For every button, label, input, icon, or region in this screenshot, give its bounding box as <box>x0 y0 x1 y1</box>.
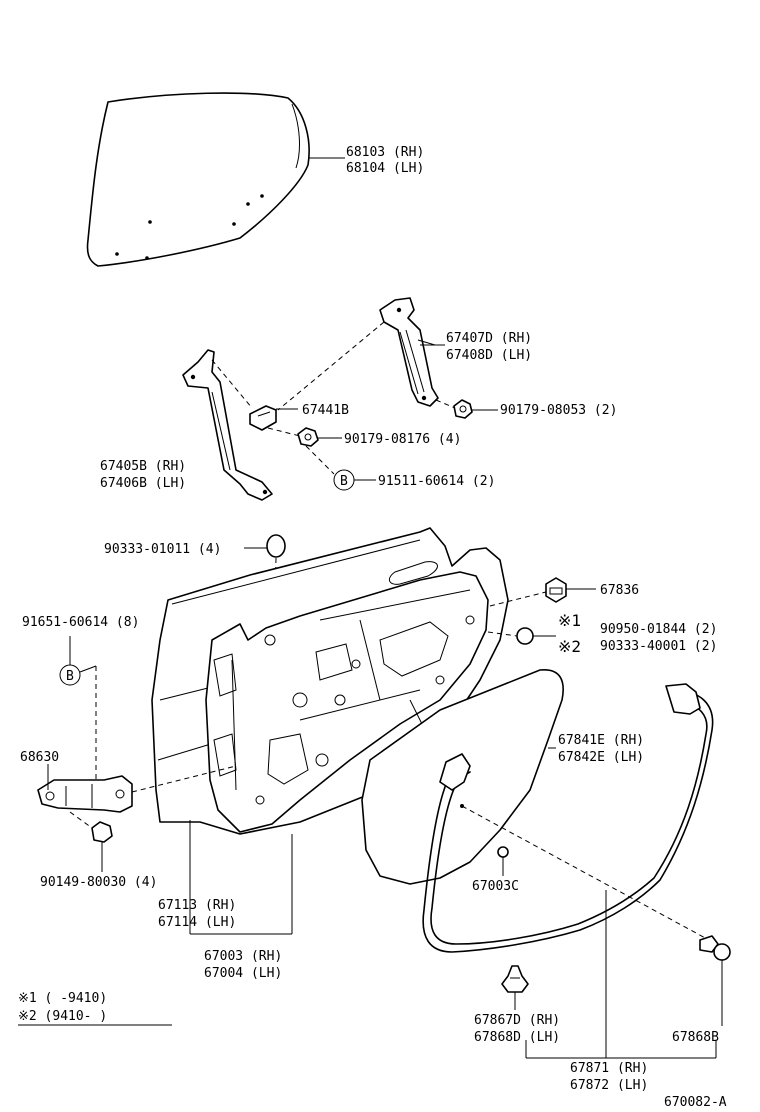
label-reg-run-rear-lh: 67406B (LH) <box>100 476 186 491</box>
label-weatherstrip-lh: 67872 (LH) <box>570 1078 648 1093</box>
door-clips-drawing <box>487 577 596 645</box>
labels: 68103 (RH) 68104 (LH) 67407D (RH) 67408D… <box>18 145 727 1110</box>
label-bolt-60614: 91651-60614 (8) <box>22 615 139 630</box>
label-clip-67867-lh: 67868D (LH) <box>474 1030 560 1045</box>
label-clip-67867-rh: 67867D (RH) <box>474 1013 560 1028</box>
diagram-code: 670082-A <box>664 1095 727 1110</box>
label-reg-run-rear-rh: 67405B (RH) <box>100 459 186 474</box>
label-clip-67868b: 67868B <box>672 1030 719 1045</box>
legend-note-2: ※2 (9410- ) <box>18 1009 107 1024</box>
label-nut-08053: 90179-08053 (2) <box>500 403 617 418</box>
label-note2-part: 90333-40001 (2) <box>600 639 717 654</box>
hinge-drawing <box>37 764 237 872</box>
label-cover-rh: 67841E (RH) <box>558 733 644 748</box>
label-note1-part: 90950-01844 (2) <box>600 622 717 637</box>
rear-regulator-run-drawing <box>182 321 385 501</box>
label-bolt-80030: 90149-80030 (4) <box>40 875 157 890</box>
clip-67867d-drawing <box>501 965 529 1010</box>
label-nut-08176: 90179-08176 (4) <box>344 432 461 447</box>
label-door-rh: 67003 (RH) <box>204 949 282 964</box>
label-door-lh: 67004 (LH) <box>204 966 282 981</box>
b-marker-lower: B <box>66 669 74 684</box>
note-mark-2: ※2 <box>558 637 581 656</box>
label-hinge-68630: 68630 <box>20 750 59 765</box>
label-clip-67003c: 67003C <box>472 879 519 894</box>
b-marker-upper: B <box>340 474 348 489</box>
clip-67868b-drawing <box>699 935 731 1026</box>
front-regulator-run-drawing <box>379 297 498 419</box>
legend-note-1: ※1 ( -9410) <box>18 991 107 1006</box>
label-cap-01011: 90333-01011 (4) <box>104 542 221 557</box>
label-clip-67836: 67836 <box>600 583 639 598</box>
label-panel-lh: 67114 (LH) <box>158 915 236 930</box>
bolt-b-callout-drawing <box>59 636 97 792</box>
weatherstrip-drawing <box>422 683 721 1059</box>
label-glass-lh: 68104 (LH) <box>346 161 424 176</box>
label-reg-run-front-rh: 67407D (RH) <box>446 331 532 346</box>
label-cover-lh: 67842E (LH) <box>558 750 644 765</box>
label-bolt-b: 91511-60614 (2) <box>378 474 495 489</box>
label-reg-run-front-lh: 67408D (LH) <box>446 348 532 363</box>
door-glass-drawing <box>86 92 345 267</box>
label-bracket-67441b: 67441B <box>302 403 349 418</box>
note-mark-1: ※1 <box>558 611 581 630</box>
label-weatherstrip-rh: 67871 (RH) <box>570 1061 648 1076</box>
label-glass-rh: 68103 (RH) <box>346 145 424 160</box>
label-panel-rh: 67113 (RH) <box>158 898 236 913</box>
